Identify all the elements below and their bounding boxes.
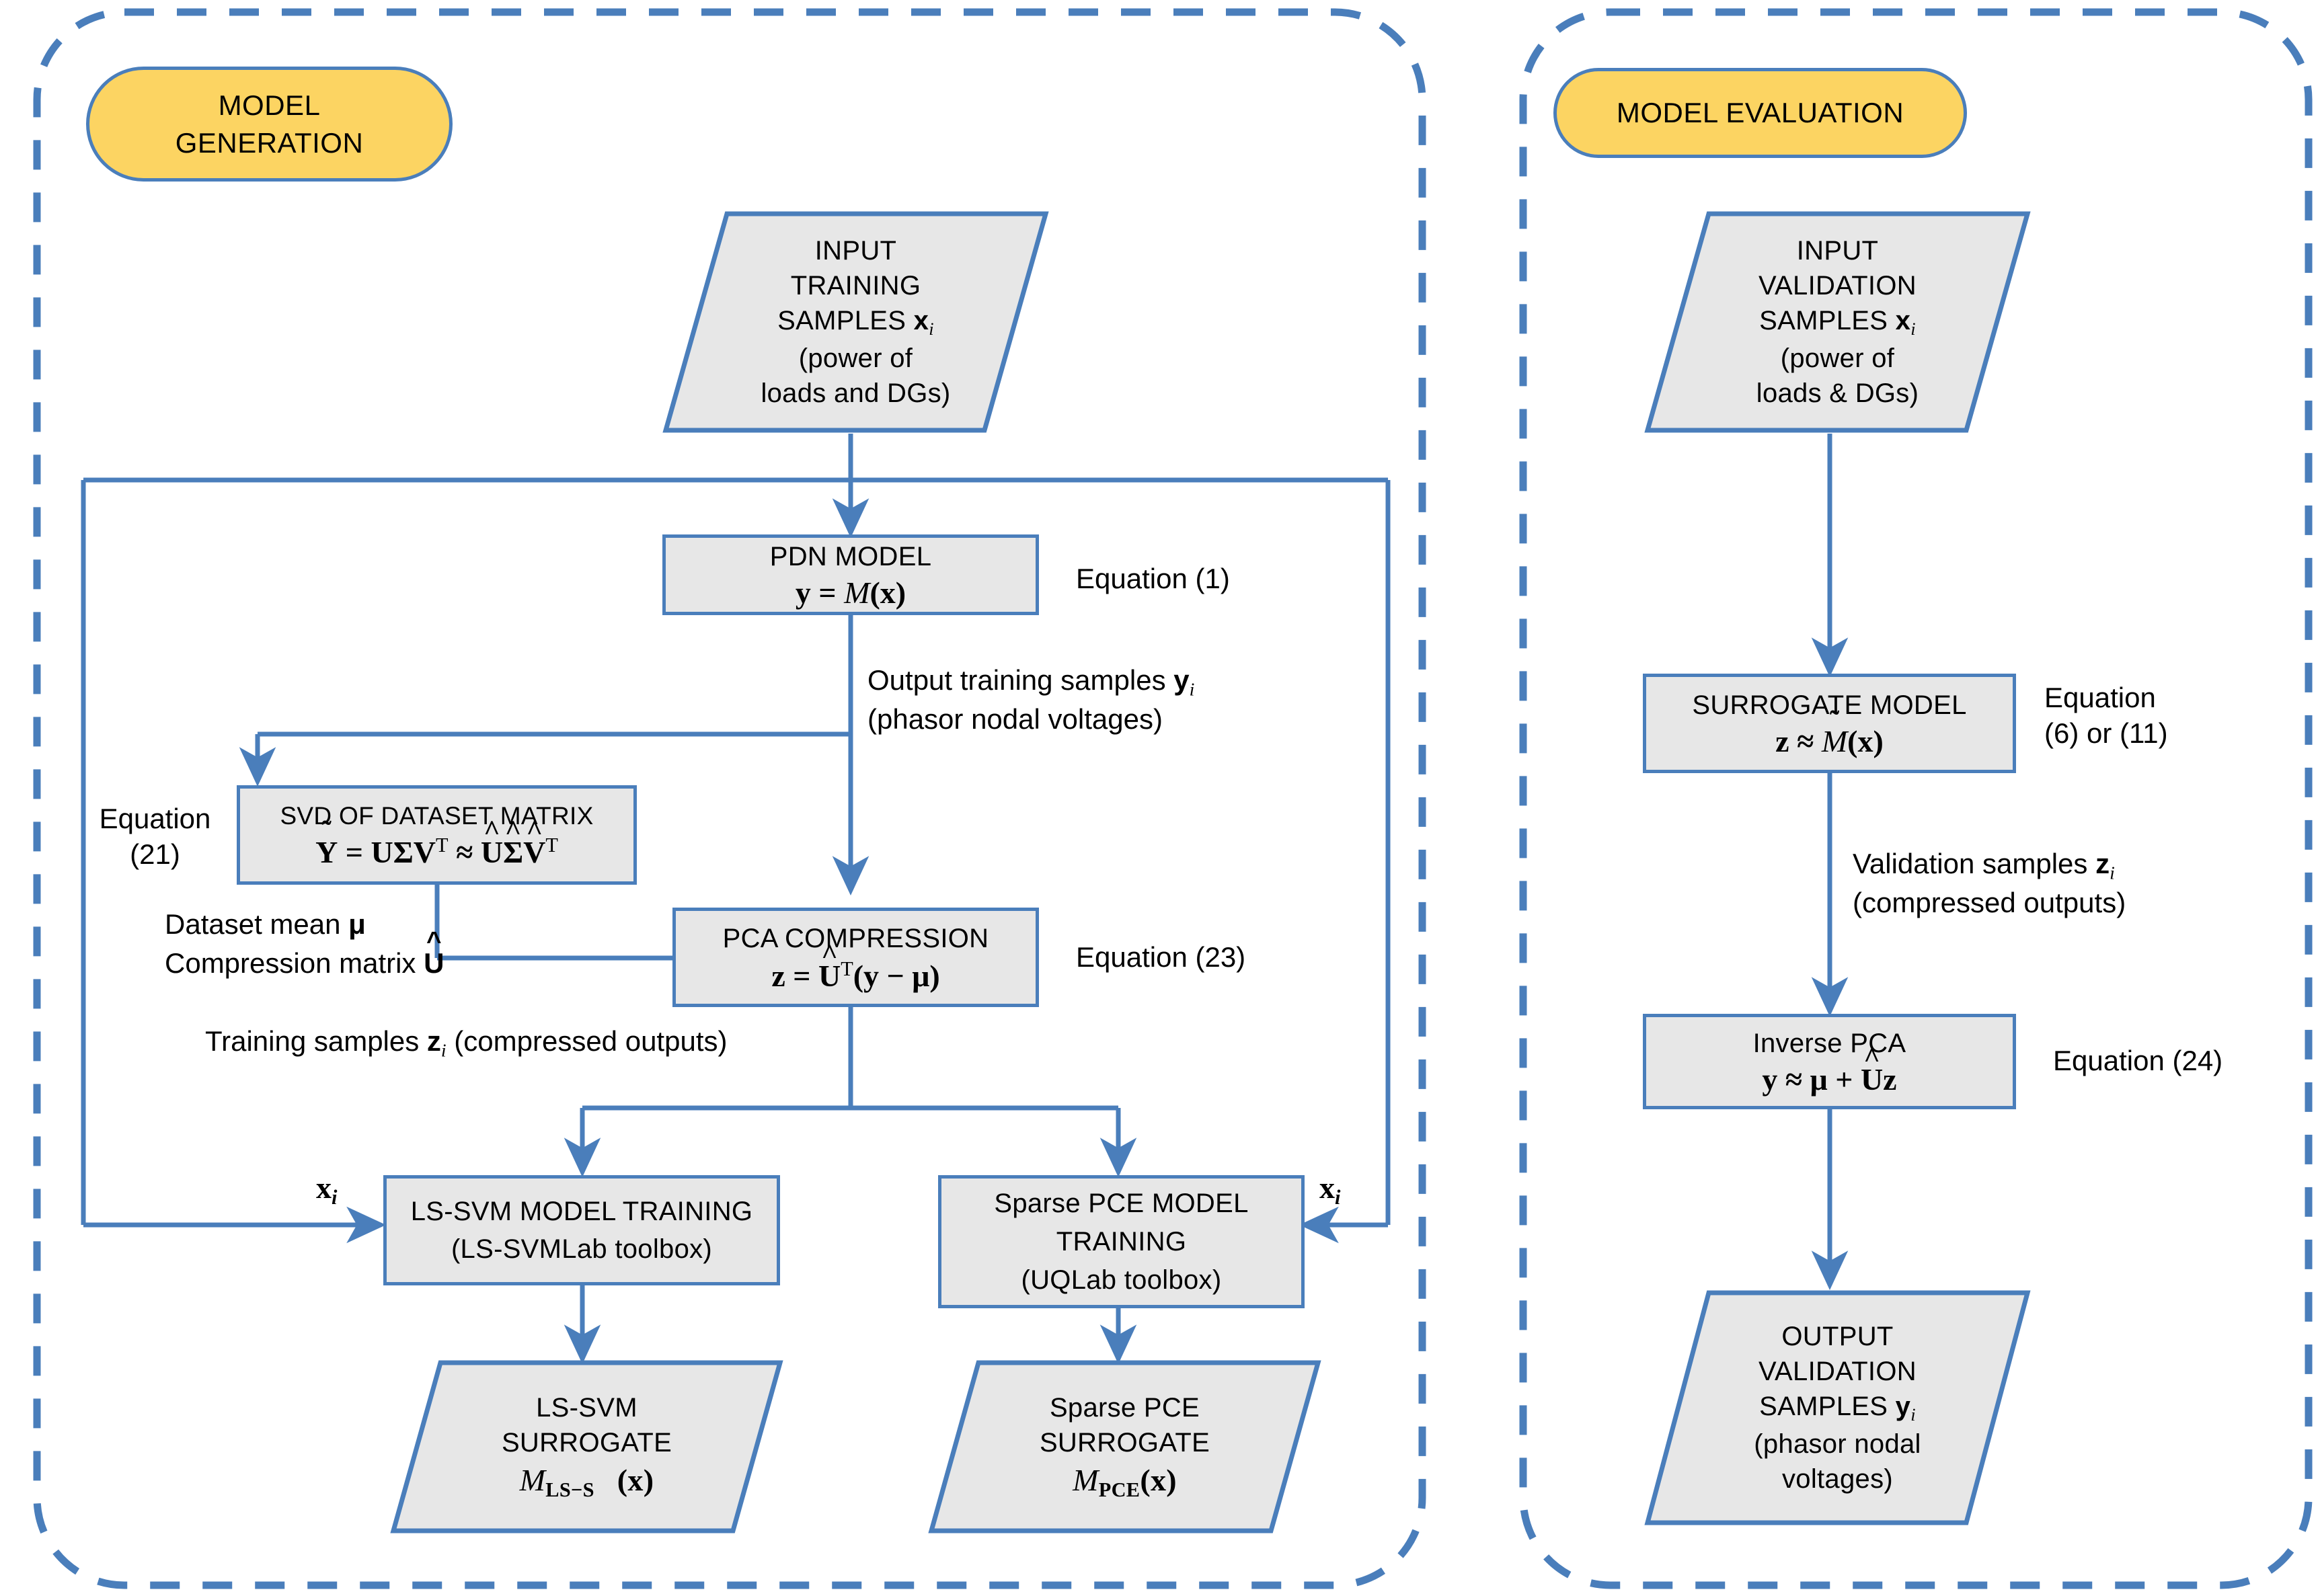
validation-samples-label: Validation samples zi (compressed output…: [1853, 846, 2126, 922]
pce-surrogate-line1: Sparse PCE: [1049, 1392, 1200, 1423]
pce-training-line2: TRAINING: [1056, 1227, 1187, 1256]
svd-equation-ref-line1: Equation: [99, 803, 211, 834]
panel-title-line1: MODEL: [218, 89, 321, 121]
pca-title: PCA COMPRESSION: [722, 924, 989, 954]
input-validation-line2: VALIDATION: [1758, 271, 1917, 301]
output-validation-line2: VALIDATION: [1758, 1357, 1917, 1387]
pca-equation: z = ^UT(y − μ): [771, 938, 940, 993]
surrogate-model-equation-ref-line2: (6) or (11): [2044, 717, 2168, 749]
inverse-pca-node: Inverse PCA y ≈ μ + ^Uz: [1643, 1014, 2016, 1109]
output-validation-line3: SAMPLES yi: [1759, 1392, 1916, 1425]
input-validation-samples-node: INPUT VALIDATION SAMPLES xi (power of lo…: [1644, 210, 2031, 434]
input-training-line1: INPUT: [814, 236, 897, 266]
lssvm-surrogate-line2: SURROGATE: [501, 1427, 672, 1458]
pdn-model-equation-ref: Equation (1): [1076, 563, 1230, 594]
input-training-samples-node: INPUT TRAINING SAMPLES xi (power of load…: [662, 210, 1049, 434]
panel-title-line2: GENERATION: [175, 127, 364, 159]
pce-surrogate-line2: SURROGATE: [1039, 1427, 1210, 1458]
pca-equation-ref: Equation (23): [1076, 941, 1246, 973]
lssvm-input-xi-label: xi: [316, 1170, 338, 1209]
pdn-model-title: PDN MODEL: [769, 541, 932, 571]
output-validation-samples-node: OUTPUT VALIDATION SAMPLES yi (phasor nod…: [1644, 1289, 2031, 1526]
input-validation-line5: loads & DGs): [1756, 378, 1919, 408]
parallelogram-shape: [662, 211, 1049, 433]
output-validation-line4: (phasor nodal: [1754, 1429, 1921, 1459]
output-validation-line5: voltages): [1781, 1464, 1893, 1494]
pca-compression-node: PCA COMPRESSION z = ^UT(y − μ): [672, 908, 1039, 1007]
parallelogram-shape: [390, 1360, 783, 1533]
lssvm-training-line1: LS-SVM MODEL TRAINING: [410, 1196, 753, 1226]
training-samples-label: Training samples zi (compressed outputs): [205, 1025, 728, 1061]
output-training-samples-line2: (phasor nodal voltages): [867, 703, 1163, 735]
input-training-line2: TRAINING: [790, 271, 921, 301]
surrogate-model-title: SURROGATE MODEL: [1692, 690, 1967, 720]
parallelogram-shape: [1644, 211, 2031, 433]
svd-equation: ˜Y = UΣVT ≈ ^U^Σ^VT: [315, 814, 558, 869]
lssvm-surrogate-node: LS-SVM SURROGATE MLS−S(x): [390, 1359, 783, 1534]
inverse-pca-equation-ref: Equation (24): [2053, 1045, 2223, 1076]
surrogate-model-node: SURROGATE MODEL z ≈ ˜M(x): [1643, 674, 2016, 773]
lssvm-training-line2: (LS-SVMLab toolbox): [451, 1234, 713, 1265]
svd-equation-ref: Equation (21): [86, 801, 224, 872]
validation-samples-line1: Validation samples zi: [1853, 848, 2115, 883]
dataset-mean-label: Dataset mean μ: [165, 908, 366, 940]
pdn-model-equation: y = M(x): [795, 575, 906, 610]
input-training-line3: SAMPLES xi: [777, 306, 934, 340]
validation-samples-line2: (compressed outputs): [1853, 887, 2126, 919]
pce-training-line1: Sparse PCE MODEL: [994, 1189, 1249, 1219]
pce-surrogate-equation: MPCE(x): [1073, 1462, 1177, 1501]
output-training-samples-label: Output training samples yi (phasor nodal…: [867, 662, 1338, 738]
parallelogram-shape: [928, 1360, 1321, 1533]
compression-matrix-label: Compression matrix ^U: [165, 927, 444, 979]
svd-equation-ref-line2: (21): [130, 838, 180, 870]
pce-training-node: Sparse PCE MODEL TRAINING (UQLab toolbox…: [938, 1175, 1305, 1308]
input-validation-line4: (power of: [1780, 343, 1895, 373]
svd-title: SVD OF DATASET MATRIX: [280, 802, 594, 830]
input-validation-line3: SAMPLES xi: [1759, 306, 1916, 340]
pdn-model-node: PDN MODEL y = M(x): [662, 534, 1039, 615]
surrogate-model-equation: z ≈ ˜M(x): [1775, 705, 1884, 759]
pce-input-xi-label: xi: [1319, 1170, 1341, 1209]
lssvm-surrogate-line1: LS-SVM: [536, 1392, 637, 1423]
inverse-pca-title: Inverse PCA: [1752, 1028, 1906, 1058]
model-generation-panel-border: [33, 8, 1426, 1589]
panel-title-model-evaluation: MODEL EVALUATION: [1553, 68, 1967, 158]
lssvm-surrogate-equation: MLS−S(x): [519, 1462, 654, 1501]
pce-training-line3: (UQLab toolbox): [1021, 1265, 1222, 1295]
output-training-samples-line1: Output training samples yi: [867, 664, 1195, 700]
inverse-pca-equation: y ≈ μ + ^Uz: [1762, 1042, 1897, 1097]
output-validation-line1: OUTPUT: [1781, 1322, 1894, 1352]
surrogate-model-equation-ref-line1: Equation: [2044, 682, 2156, 713]
surrogate-model-equation-ref: Equation (6) or (11): [2044, 680, 2168, 751]
parallelogram-shape: [1644, 1290, 2031, 1525]
lssvm-training-node: LS-SVM MODEL TRAINING (LS-SVMLab toolbox…: [383, 1175, 780, 1285]
input-training-line5: loads and DGs): [761, 378, 951, 408]
panel-title-model-generation: MODEL GENERATION: [86, 67, 453, 182]
input-validation-line1: INPUT: [1796, 236, 1879, 266]
svd-node: SVD OF DATASET MATRIX ˜Y = UΣVT ≈ ^U^Σ^V…: [237, 785, 637, 885]
panel-title-evaluation-label: MODEL EVALUATION: [1616, 97, 1904, 129]
pce-surrogate-node: Sparse PCE SURROGATE MPCE(x): [928, 1359, 1321, 1534]
input-training-line4: (power of: [798, 343, 913, 373]
model-evaluation-panel-border: [1519, 8, 2313, 1589]
